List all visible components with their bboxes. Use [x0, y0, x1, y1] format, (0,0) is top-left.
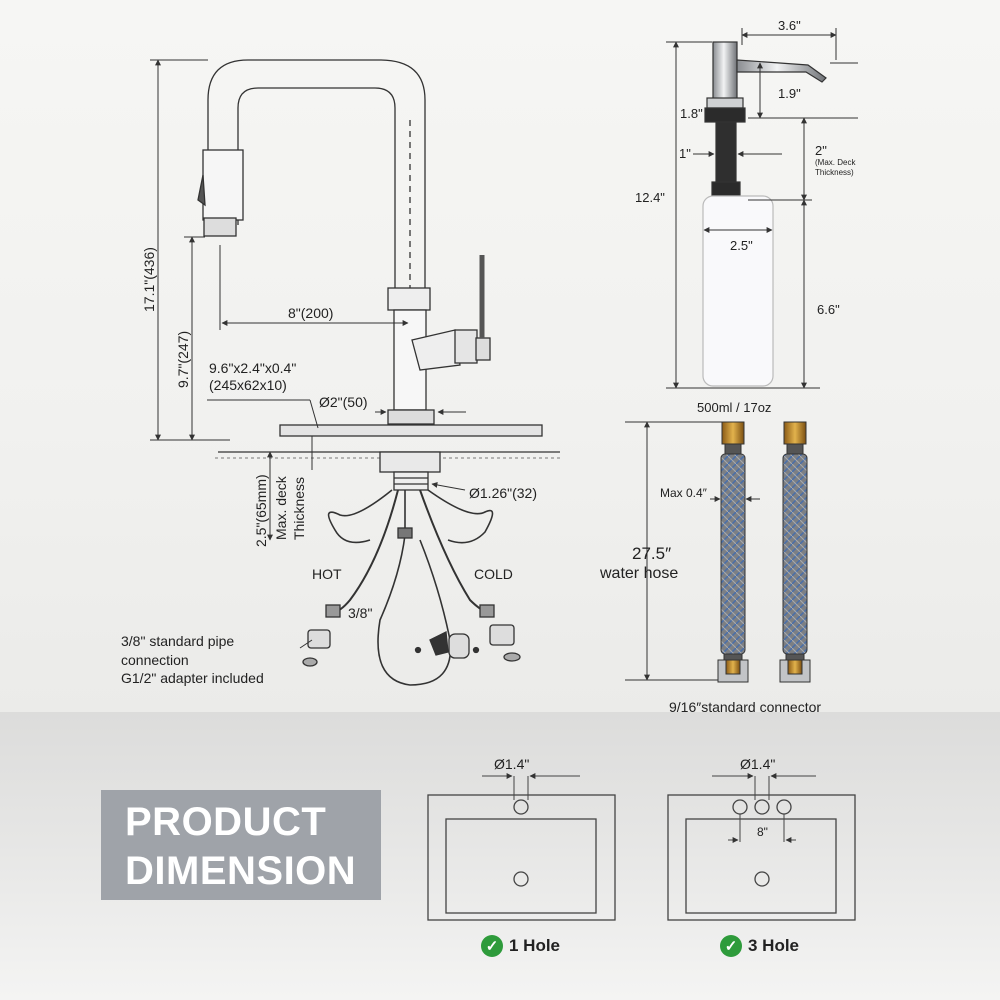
faucet-plate-size-label: 9.6"x2.4"x0.4"	[209, 360, 297, 376]
soap-deck-label: 2"	[815, 143, 827, 158]
faucet-drawing	[197, 59, 560, 686]
soap-flange-label: 1.8"	[680, 106, 703, 121]
faucet-pipe-line3: G1/2" adapter included	[121, 670, 264, 686]
product-dimension-banner	[101, 790, 381, 900]
sink-three-hole-badge: ✓ 3 Hole	[720, 935, 799, 957]
hose-length-caption: water hose	[600, 565, 679, 582]
sink-three-hole	[667, 773, 856, 921]
faucet-deck-thickness-line2: Thickness	[291, 476, 307, 540]
soap-deck-note-line2: Thickness)	[815, 168, 854, 177]
hose-connector-label: 9/16″standard connector	[669, 699, 822, 715]
check-icon: ✓	[720, 935, 742, 957]
faucet-total-height-label: 17.1"(436)	[141, 247, 157, 312]
water-hose-drawing	[717, 421, 811, 683]
sink-three-hole-label: 3 Hole	[748, 936, 800, 955]
water-hose-dimension-lines	[625, 421, 760, 681]
banner-title-line1: PRODUCT	[125, 800, 327, 844]
faucet-hot-label: HOT	[312, 566, 342, 582]
faucet-deck-thickness-line1: Max. deck	[273, 476, 289, 540]
soap-bottle-width-label: 2.5"	[730, 238, 753, 253]
sink-one-hole-label: 1 Hole	[509, 936, 561, 955]
faucet-spout-height-label: 9.7"(247)	[175, 330, 191, 388]
water-hose-left	[717, 421, 749, 683]
sink-three-hole-diameter: Ø1.4"	[740, 756, 776, 772]
soap-spout-height-label: 1.9"	[778, 86, 801, 101]
banner-title-line2: DIMENSION	[125, 849, 357, 893]
hose-length-label: 27.5″	[632, 544, 672, 563]
sink-one-hole-badge: ✓ 1 Hole	[481, 935, 560, 957]
soap-width-label: 3.6"	[778, 18, 801, 33]
sink-three-hole-spacing: 8"	[757, 825, 768, 839]
faucet-shank-diameter-label: Ø1.26"(32)	[469, 485, 538, 501]
faucet-deck-thickness-value: 2.5"(65mm)	[253, 474, 269, 547]
faucet-dimension-lines	[150, 59, 466, 649]
soap-shank-label: 1"	[679, 146, 691, 161]
faucet-plate-size-mm-label: (245x62x10)	[209, 377, 287, 393]
background-top	[0, 0, 1000, 712]
soap-bottle-height-label: 6.6"	[817, 302, 840, 317]
soap-deck-note-line1: (Max. Deck	[815, 158, 856, 167]
soap-capacity-label: 500ml / 17oz	[697, 400, 772, 415]
sink-one-hole	[427, 773, 616, 921]
water-hose-right	[779, 421, 811, 683]
faucet-cold-label: COLD	[474, 566, 513, 582]
soap-total-height-label: 12.4"	[635, 190, 665, 205]
faucet-hose-size-label: 3/8"	[348, 605, 373, 621]
hose-max-diameter-label: Max 0.4″	[660, 486, 707, 500]
soap-dispenser-dimension-lines	[666, 28, 858, 389]
faucet-pipe-line2: connection	[121, 652, 189, 668]
sink-one-hole-diameter: Ø1.4"	[494, 756, 530, 772]
soap-dispenser-drawing	[702, 41, 827, 387]
faucet-reach-label: 8"(200)	[288, 305, 334, 321]
check-icon: ✓	[481, 935, 503, 957]
faucet-base-diameter-label: Ø2"(50)	[319, 394, 368, 410]
faucet-pipe-line1: 3/8" standard pipe	[121, 633, 235, 649]
